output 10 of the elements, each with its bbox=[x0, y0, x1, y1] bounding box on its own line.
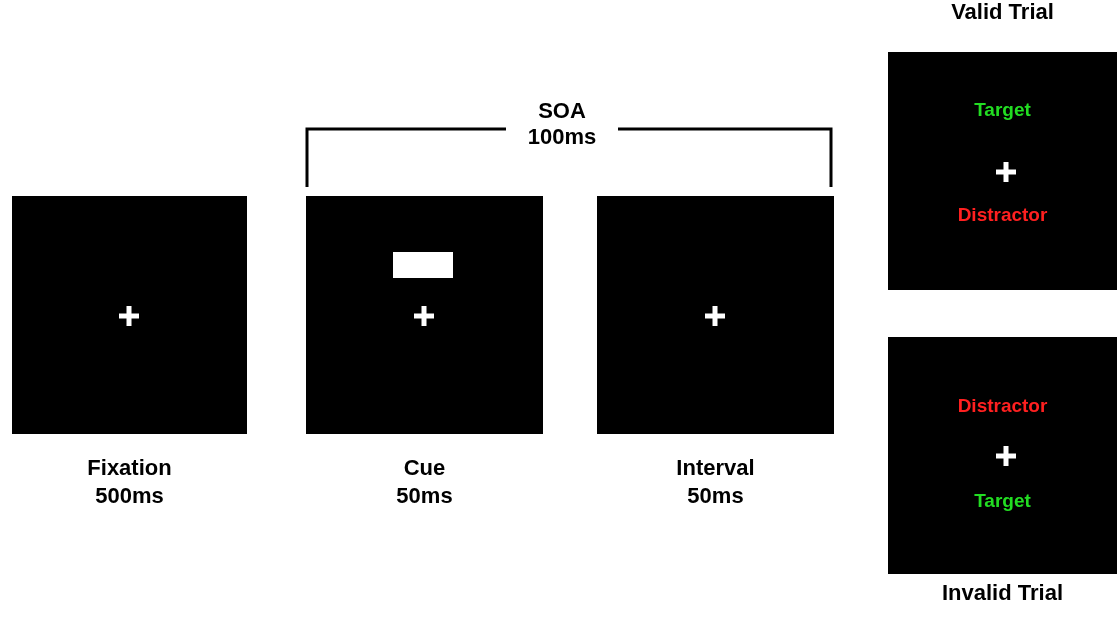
distractor-label: Distractor bbox=[956, 394, 1049, 418]
target-label: Target bbox=[973, 489, 1032, 513]
trial-heading: Invalid Trial bbox=[940, 581, 1064, 605]
trial-heading: Valid Trial bbox=[950, 0, 1055, 24]
soa-label: SOA 100ms bbox=[527, 98, 597, 150]
distractor-label: Distractor bbox=[956, 203, 1049, 227]
screen-caption: Interval 50ms bbox=[676, 454, 755, 510]
target-label: Target bbox=[973, 98, 1032, 122]
screen-caption: Cue 50ms bbox=[396, 454, 453, 510]
screen-caption: Fixation 500ms bbox=[87, 454, 172, 510]
